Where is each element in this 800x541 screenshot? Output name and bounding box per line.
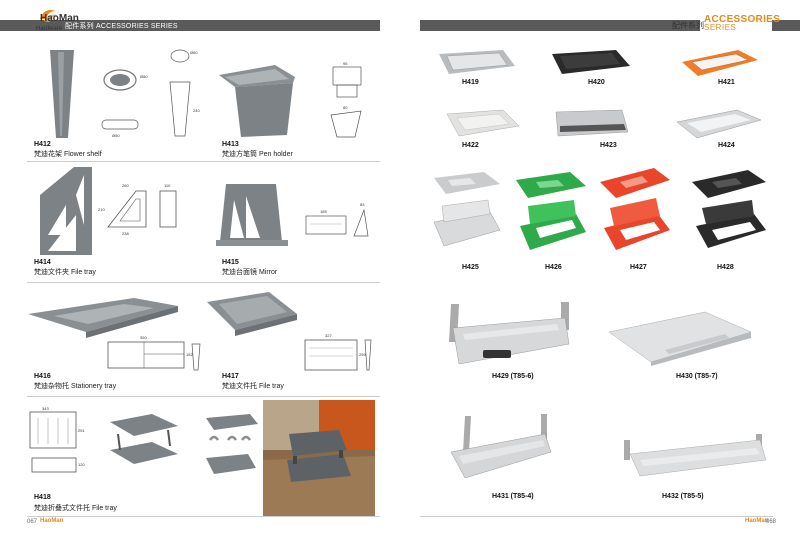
product-name: 梵迪杂物托 Stationery tray	[34, 383, 117, 390]
page-number-left: 067	[27, 519, 38, 525]
dim-label: 210	[98, 207, 105, 212]
product-name: 梵迪文件夹 File tray	[34, 269, 96, 276]
product-name: 梵迪折叠式文件托 File tray	[34, 505, 117, 512]
header-bar-right	[420, 20, 800, 31]
dim-label: 240	[193, 108, 200, 113]
product-code: H422	[462, 142, 479, 149]
product-code: H431 (T85-4)	[492, 493, 534, 500]
footer-brand-left: HaoMan	[40, 518, 64, 524]
divider	[27, 516, 380, 517]
dim-label: 152	[186, 352, 193, 357]
product-image-h431	[450, 414, 552, 479]
product-name: 梵迪文件托 File tray	[222, 383, 284, 390]
product-image-h430	[608, 311, 752, 366]
product-code: H413	[222, 141, 239, 148]
product-image-h429	[449, 302, 570, 365]
product-image-h416: 350 152	[28, 298, 201, 371]
product-code: H416	[34, 373, 51, 380]
product-code: H417	[222, 373, 239, 380]
header-bar-left	[0, 20, 380, 31]
product-code: H420	[588, 79, 605, 86]
brand-logo-icon	[40, 10, 58, 22]
dim-label: 350	[140, 335, 147, 340]
product-code: H425	[462, 264, 479, 271]
divider	[420, 516, 773, 517]
dim-label: 238	[122, 231, 129, 236]
header-series: SERIES	[704, 23, 737, 32]
dim-label: 327	[325, 333, 332, 338]
footer-brand-right: HaoMan	[745, 518, 769, 524]
product-image-h422	[446, 109, 520, 137]
product-code: H432 (T85-5)	[662, 493, 704, 500]
product-image-h420	[552, 50, 630, 74]
product-code: H427	[630, 264, 647, 271]
product-code: H415	[222, 259, 239, 266]
product-code: H418	[34, 494, 51, 501]
divider	[27, 161, 380, 162]
page-number-right: 068	[766, 519, 777, 525]
product-image-h415: 185 83	[216, 184, 369, 246]
product-code: H412	[34, 141, 51, 148]
product-image-h421	[682, 50, 758, 76]
product-code: H426	[545, 264, 562, 271]
product-image-h412: Ø80 Ø50 Ø60 240	[50, 49, 200, 138]
product-image-h423	[555, 109, 629, 137]
product-code: H414	[34, 259, 51, 266]
product-image-h413: 95 80	[219, 61, 362, 138]
product-image-h428	[692, 170, 766, 248]
product-code: H430 (T85-7)	[676, 373, 718, 380]
dim-label: Ø80	[140, 74, 148, 79]
dim-label: 83	[360, 202, 365, 207]
dim-label: 110	[164, 183, 171, 188]
product-code: H424	[718, 142, 735, 149]
product-name: 梵迪方笔筒 Pen holder	[222, 151, 293, 158]
divider	[27, 282, 380, 283]
dim-label: 95	[343, 61, 348, 66]
dim-label: 259	[359, 352, 366, 357]
product-image-h426	[516, 172, 586, 250]
product-code: H421	[718, 79, 735, 86]
header-title-right: 配件系列	[672, 21, 704, 30]
product-name: 梵迪花架 Flower shelf	[34, 151, 102, 158]
product-name: 梵迪台面镜 Mirror	[222, 269, 278, 276]
product-image-h432	[624, 434, 767, 477]
brand-name: HaoMan	[40, 13, 79, 24]
divider	[27, 396, 380, 397]
dim-label: 251	[78, 428, 85, 433]
header-accessories: ACCESSORIES	[704, 14, 781, 25]
dim-label: 185	[320, 209, 327, 214]
product-photo-desk	[263, 400, 375, 516]
product-image-h425	[433, 172, 501, 247]
dim-label: 120	[78, 462, 85, 467]
dim-label: 343	[42, 406, 49, 411]
product-image-h424	[676, 109, 762, 139]
product-code: H428	[717, 264, 734, 271]
header-title-left: 配件系列 ACCESSORIES SERIES	[65, 23, 178, 30]
header-bar-gap	[700, 20, 772, 31]
product-image-h417: 327 259	[207, 292, 372, 371]
product-image-h418: 343 251 120	[29, 406, 258, 474]
dim-label: 80	[343, 105, 348, 110]
brand-sub: Hardware	[36, 26, 63, 32]
dim-label: 260	[122, 183, 129, 188]
product-code: H423	[600, 142, 617, 149]
product-image-h427	[600, 168, 670, 250]
product-image-h414: 260 238 210 110	[40, 167, 177, 255]
product-image-h419	[439, 50, 515, 74]
dim-label: Ø60	[190, 50, 198, 55]
dim-label: Ø50	[112, 133, 120, 138]
product-code: H419	[462, 79, 479, 86]
product-code: H429 (T85-6)	[492, 373, 534, 380]
